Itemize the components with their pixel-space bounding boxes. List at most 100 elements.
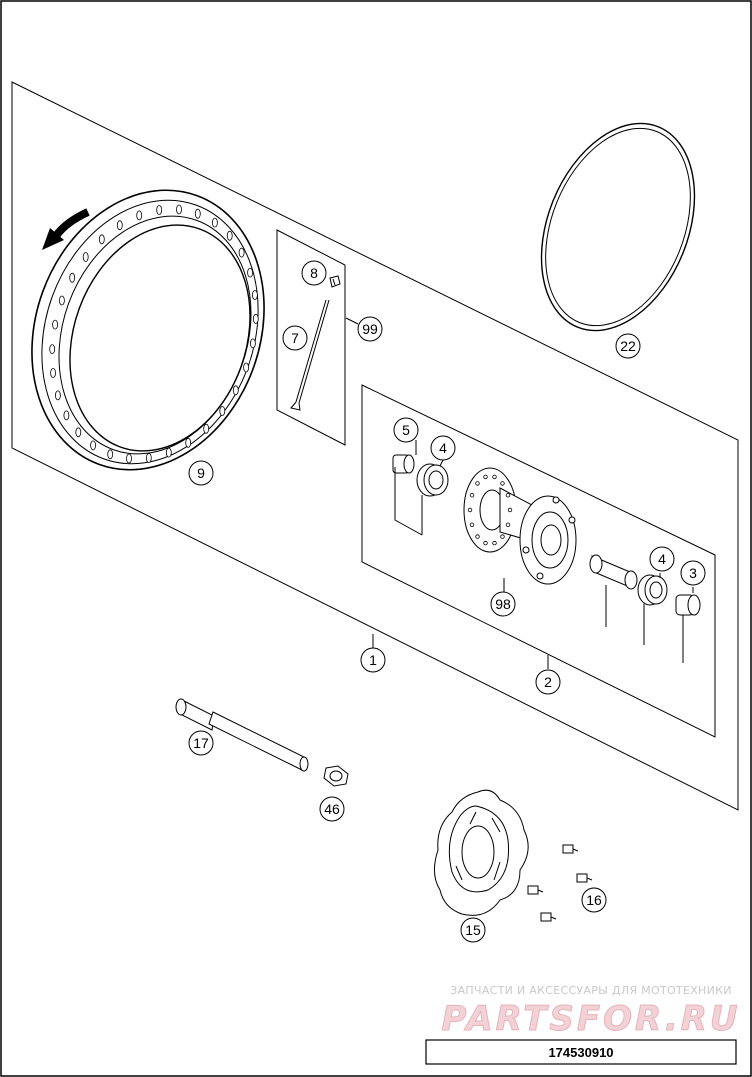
rim-drawing [31, 189, 265, 471]
rim-spoke-hole [247, 267, 254, 278]
watermark-logo: PARTSFOR.RU [441, 999, 740, 1039]
hub-spoke-hole [475, 534, 480, 539]
rim-spoke-hole [232, 385, 239, 396]
rim-spoke-hole [126, 453, 132, 464]
callout-nipple: 8 [301, 260, 327, 286]
callout-circle [615, 333, 641, 359]
rim-spoke-hole [226, 230, 233, 241]
rim-spoke-hole [238, 247, 245, 258]
watermark-tagline: ЗАПЧАСТИ И АКСЕССУАРЫ ДЛЯ МОТОТЕХНИКИ [450, 984, 732, 997]
rim-spoke-hole [82, 252, 89, 262]
rim-spoke-hole [251, 290, 258, 300]
hub-spoke-hole [469, 522, 475, 527]
rim-spoke-hole [116, 220, 123, 231]
rim-spoke-hole [165, 447, 172, 458]
rim-spoke-hole [90, 440, 96, 451]
wheel-hub-drawing [463, 467, 577, 585]
hub-assembly-frame [361, 384, 716, 738]
callout-spoke: 7 [282, 325, 308, 351]
callout-number: 16 [586, 892, 602, 908]
callout-circle [393, 417, 419, 443]
callout-hub-assembly: 2 [535, 669, 561, 695]
rim-spoke-hole [156, 205, 163, 215]
callout-spindle-nut: 46 [319, 796, 345, 822]
callout-wheel-spindle: 17 [188, 730, 214, 756]
bearing-right-drawing [637, 574, 668, 606]
callout-number: 99 [362, 321, 378, 337]
callout-number: 5 [402, 422, 410, 438]
callout-circle [188, 730, 214, 756]
callout-number: 7 [291, 330, 299, 346]
spoke-nipple-drawing [329, 275, 341, 288]
leader-lines [345, 317, 694, 669]
rim-spoke-hole [176, 204, 182, 215]
rim-spoke-hole [249, 338, 256, 349]
callout-bearing-left: 4 [430, 435, 456, 461]
rotation-direction-arrow-icon [42, 208, 90, 250]
rim-spoke-hole [136, 210, 143, 221]
spindle-nut-drawing [323, 765, 349, 787]
hub-spoke-hole [492, 540, 497, 546]
callout-number: 4 [658, 551, 666, 567]
hub-flange-holes [467, 474, 513, 546]
hub-spoke-hole [469, 493, 475, 498]
rim-spoke-hole [49, 344, 56, 355]
hub-spoke-hole [467, 507, 473, 513]
callout-front-wheel: 1 [360, 647, 386, 673]
bearing-left-drawing [416, 463, 449, 497]
callout-number: 1 [369, 652, 377, 668]
hub-spoke-hole [505, 493, 511, 498]
rim-spoke-hole [107, 449, 114, 460]
callout-circle [649, 546, 675, 572]
wheel-spindle-drawing [175, 698, 309, 772]
callout-number: 46 [324, 801, 340, 817]
callout-hub-repair-kit: 98 [490, 591, 516, 617]
spacer-left-drawing [392, 454, 415, 474]
callout-circle [319, 796, 345, 822]
callout-circle [535, 669, 561, 695]
callout-circle [680, 560, 706, 586]
hub-spoke-hole [483, 540, 488, 546]
callout-circle [430, 435, 456, 461]
callout-number: 3 [689, 565, 697, 581]
hub-spoke-hole [507, 507, 513, 513]
rim-spoke-hole [203, 423, 210, 434]
rim-spoke-hole [69, 272, 76, 283]
callout-brake-disc: 15 [460, 917, 486, 943]
rim-spoke-hole [145, 453, 152, 463]
rim-spoke-hole [243, 362, 250, 373]
hub-spoke-hole [505, 522, 511, 527]
callout-circle [188, 460, 214, 486]
drawing-number: 174530910 [548, 1045, 613, 1060]
callout-number: 9 [197, 465, 205, 481]
hub-spoke-hole [500, 481, 505, 486]
brake-disc-drawing [434, 789, 529, 916]
rim-spoke-hole [75, 427, 82, 438]
rim-band-drawing [540, 122, 696, 332]
rim-spoke-hole [185, 437, 192, 448]
rim-spoke-hole [211, 217, 218, 228]
rim-spoke-hole [55, 390, 61, 401]
rim-spoke-hole [194, 208, 201, 219]
callout-circle [282, 325, 308, 351]
rim-spoke-hole [59, 295, 65, 306]
hub-spoke-hole [500, 534, 505, 539]
callout-spoke-set: 99 [357, 316, 383, 342]
callout-number: 22 [620, 338, 636, 354]
disc-screws-drawing [527, 844, 593, 922]
callout-number: 2 [544, 674, 552, 690]
callout-circle [460, 917, 486, 943]
drawing-number-box [425, 1039, 737, 1065]
callout-number: 8 [310, 265, 318, 281]
wheel-assembly-frame [11, 81, 739, 811]
watermark: ЗАПЧАСТИ И АКСЕССУАРЫ ДЛЯ МОТОТЕХНИКИ PA… [441, 984, 740, 1040]
callout-spacer-right: 3 [680, 560, 706, 586]
spoke-drawing [290, 299, 330, 411]
rim-spoke-holes [49, 204, 259, 464]
callout-circle [360, 647, 386, 673]
callout-circle [490, 591, 516, 617]
rim-spoke-hole [98, 234, 105, 245]
